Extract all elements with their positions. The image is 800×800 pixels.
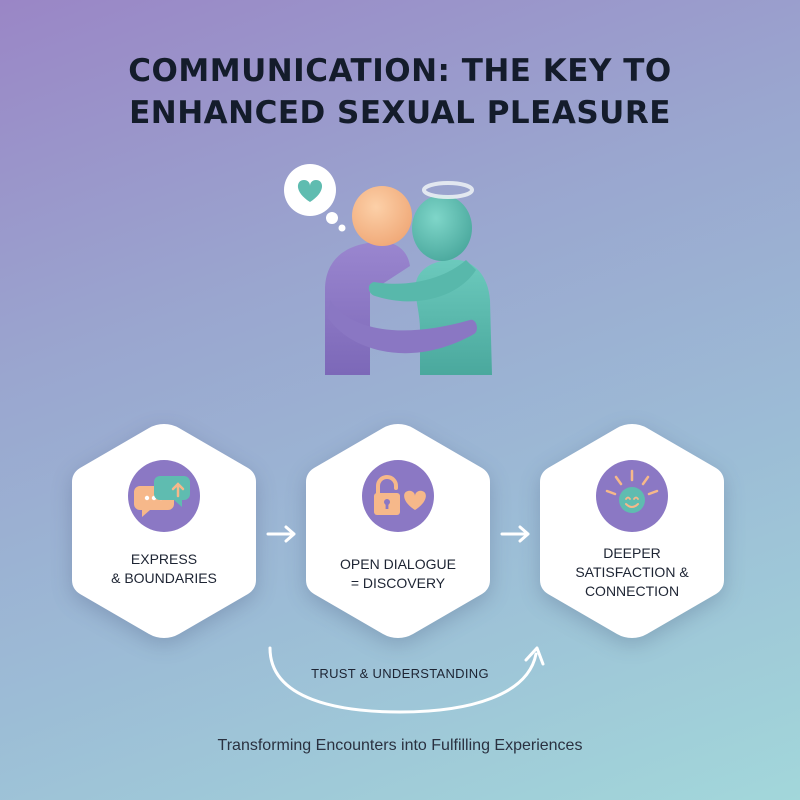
step-1-line-2: & BOUNDARIES (111, 570, 217, 586)
peach-head (352, 186, 412, 246)
smiling-sun-icon (596, 460, 668, 532)
step-2-line-2: = DISCOVERY (350, 575, 446, 591)
arrow-step1-to-step2-icon (266, 525, 296, 543)
purple-figure-body (325, 242, 410, 375)
teal-arm (368, 260, 476, 302)
title-line-1: COMMUNICATION: THE KEY TO (128, 53, 672, 89)
title-line-2: ENHANCED SEXUAL PLEASURE (129, 95, 671, 131)
step-deeper-satisfaction: DEEPER SATISFACTION & CONNECTION (532, 416, 732, 646)
step-1-label: EXPRESS & BOUNDARIES (74, 550, 254, 588)
step-3-label: DEEPER SATISFACTION & CONNECTION (542, 544, 722, 601)
step-2-line-1: OPEN DIALOGUE (340, 556, 456, 572)
step-3-line-3: CONNECTION (584, 583, 680, 599)
loop-label: TRUST & UNDERSTANDING (311, 666, 489, 681)
purple-arm (328, 300, 477, 354)
teal-head (412, 195, 472, 261)
heart-thought-bubble-icon (284, 164, 346, 232)
step-open-dialogue: OPEN DIALOGUE = DISCOVERY (298, 416, 498, 646)
step-3-line-2: SATISFACTION & (575, 564, 689, 580)
page-title: COMMUNICATION: THE KEY TO ENHANCED SEXUA… (0, 50, 800, 134)
step-express-boundaries: EXPRESS & BOUNDARIES (64, 416, 264, 646)
chat-bubbles-icon (128, 460, 200, 532)
step-2-label: OPEN DIALOGUE = DISCOVERY (308, 555, 488, 593)
embracing-couple-illustration (284, 164, 492, 375)
arrow-step2-to-step3-icon (500, 525, 530, 543)
trust-loop-arrow-icon (268, 646, 545, 714)
unlocked-padlock-heart-icon (362, 460, 434, 532)
tagline: Transforming Encounters into Fulfilling … (217, 737, 583, 754)
step-1-line-1: EXPRESS (130, 551, 198, 567)
step-3-line-1: DEEPER (603, 545, 661, 561)
halo-icon (422, 181, 474, 199)
